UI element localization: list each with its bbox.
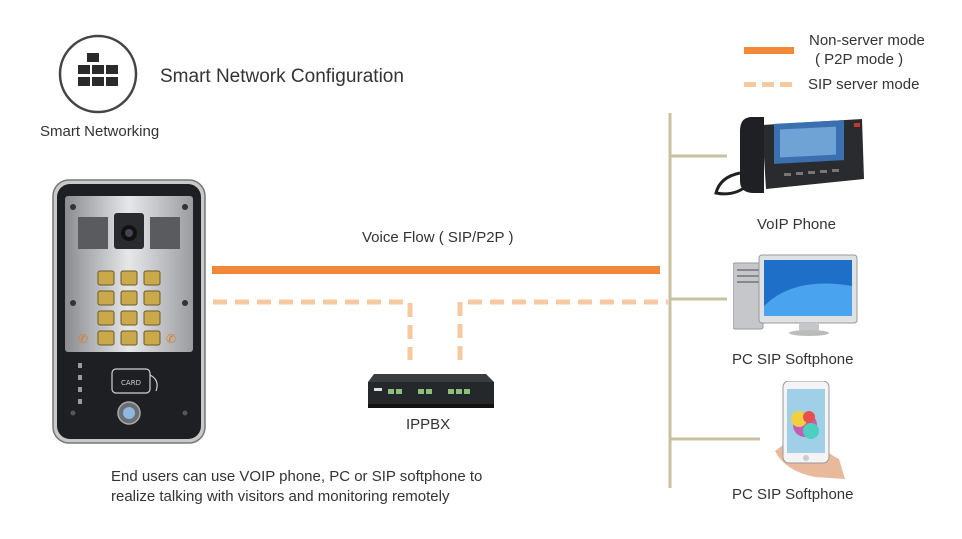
voip-phone-icon <box>714 113 864 199</box>
legend-solid-line <box>744 47 794 54</box>
voice-flow-label: Voice Flow ( SIP/P2P ) <box>362 229 514 246</box>
smartphone-icon <box>775 381 855 481</box>
ippbx-label: IPPBX <box>406 416 451 433</box>
pc-softphone-label: PC SIP Softphone <box>732 351 854 368</box>
door-intercom-icon: ✆ ✆ CARD <box>52 179 206 444</box>
sip-path-to-ippbx <box>213 299 413 360</box>
voip-phone-label: VoIP Phone <box>757 216 836 233</box>
svg-text:✆: ✆ <box>78 332 88 346</box>
smart-networking-caption: Smart Networking <box>40 123 160 140</box>
description-line-1: End users can use VOIP phone, PC or SIP … <box>111 468 483 485</box>
page-title: Smart Network Configuration <box>160 66 404 87</box>
legend-dashed-label: SIP server mode <box>808 76 920 93</box>
sip-path-from-ippbx <box>457 299 668 360</box>
desktop-computer-icon <box>733 251 859 337</box>
smart-networking-grid-icon <box>58 34 138 114</box>
smartphone-softphone-label: PC SIP Softphone <box>732 486 854 503</box>
svg-text:CARD: CARD <box>121 379 141 387</box>
legend-dashed-line <box>744 81 794 88</box>
legend-solid-sublabel: ( P2P mode ) <box>815 51 904 68</box>
description-line-2: realize talking with visitors and monito… <box>111 488 450 505</box>
ippbx-switch-icon <box>364 366 496 414</box>
legend-solid-label: Non-server mode <box>809 32 925 49</box>
svg-text:✆: ✆ <box>166 332 176 346</box>
